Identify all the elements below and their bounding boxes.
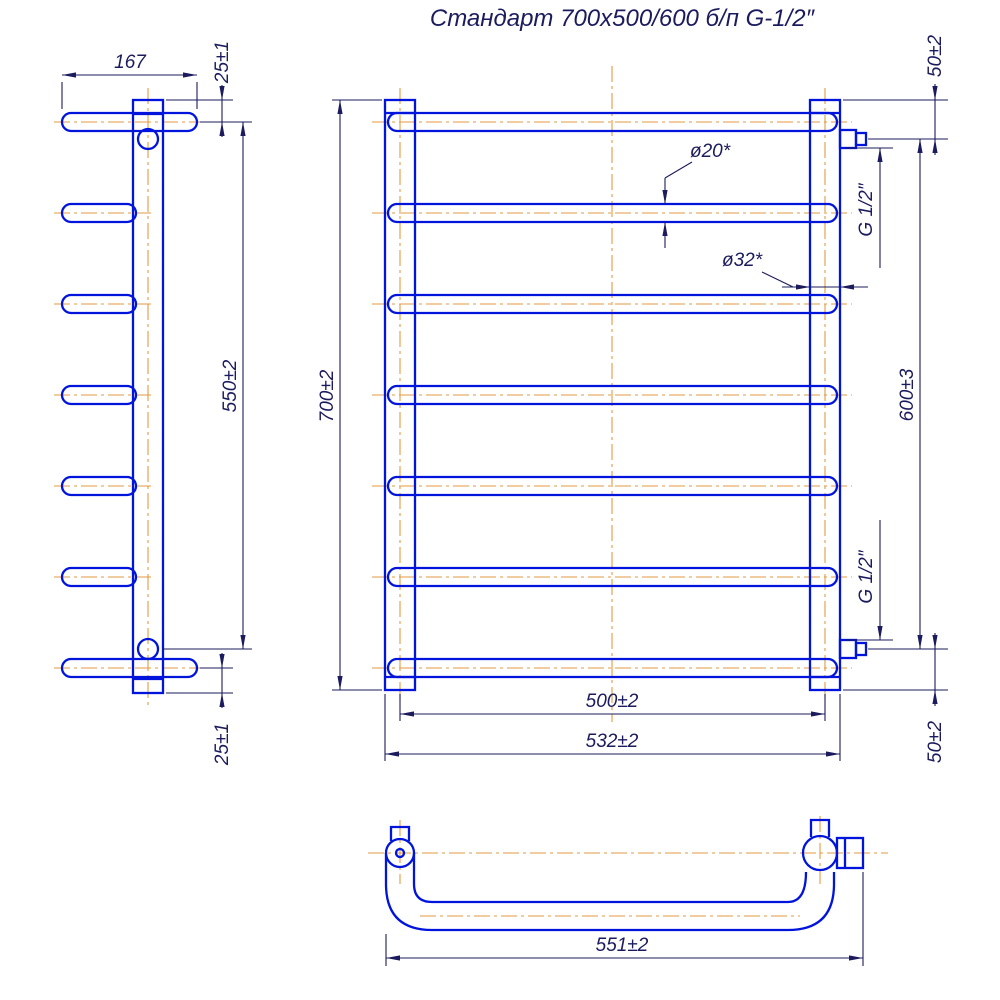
dim-25-top: 25±1 — [166, 41, 252, 137]
dimensions: 167 25±1 550±2 25±1 — [61, 35, 948, 966]
dim-thread-top: G 1/2″ — [845, 147, 893, 268]
left-pipe-top-view — [384, 837, 416, 869]
dim-600: 600±3 — [868, 138, 948, 650]
dim-25-bottom: 25±1 — [166, 653, 233, 766]
dim-25-bottom-label: 25±1 — [212, 723, 233, 766]
front-view — [383, 98, 868, 692]
side-vertical-pipe — [131, 98, 165, 695]
front-right-pipe — [808, 98, 842, 692]
dim-dia20: ø20* — [662, 141, 731, 248]
dim-thread-top-label: G 1/2″ — [856, 182, 877, 236]
dim-50-top: 50±2 — [843, 35, 948, 155]
dim-dia32: ø32* — [722, 250, 868, 290]
dim-600-label: 600±3 — [897, 368, 918, 421]
bottom-view — [384, 818, 865, 932]
rung-tube-inner — [412, 853, 808, 904]
dim-thread-bottom-label: G 1/2″ — [856, 549, 877, 603]
dim-50-top-label: 50±2 — [925, 35, 946, 78]
side-rungs — [60, 111, 199, 679]
dim-167-label: 167 — [114, 52, 147, 73]
dim-500: 500±2 — [399, 691, 826, 721]
dim-550-label: 550±2 — [220, 359, 241, 412]
side-top-connector — [136, 127, 160, 151]
left-pipe-bore — [394, 847, 406, 859]
dim-500-label: 500±2 — [586, 691, 639, 712]
rung-tube-outer — [384, 853, 836, 932]
dim-700: 700±2 — [317, 99, 382, 691]
front-left-pipe — [383, 98, 417, 692]
side-view — [60, 98, 199, 695]
front-rungs — [386, 111, 839, 679]
dim-thread-bottom: G 1/2″ — [845, 520, 893, 641]
dim-550: 550±2 — [162, 122, 252, 650]
top-fitting — [838, 128, 868, 150]
dim-dia20-label: ø20* — [690, 141, 731, 162]
dim-167: 167 — [61, 52, 198, 109]
centerlines — [54, 66, 888, 917]
dim-532-label: 532±2 — [586, 731, 639, 752]
dim-551: 551±2 — [385, 872, 864, 966]
dim-50-bottom: 50±2 — [843, 633, 948, 763]
bottom-fitting — [838, 638, 868, 660]
dim-532: 532±2 — [384, 694, 841, 761]
fitting-top-view — [835, 836, 865, 870]
dim-551-label: 551±2 — [596, 935, 649, 956]
dim-700-label: 700±2 — [317, 369, 338, 422]
dim-dia32-label: ø32* — [722, 250, 763, 271]
left-rung-cap — [389, 825, 411, 841]
side-bottom-connector — [136, 637, 160, 661]
dim-25-top-label: 25±1 — [212, 41, 233, 84]
dim-50-bottom-label: 50±2 — [925, 721, 946, 764]
right-rung-cap — [809, 818, 831, 837]
drawing-title: Стандарт 700х500/600 б/п G-1/2″ — [430, 5, 816, 32]
